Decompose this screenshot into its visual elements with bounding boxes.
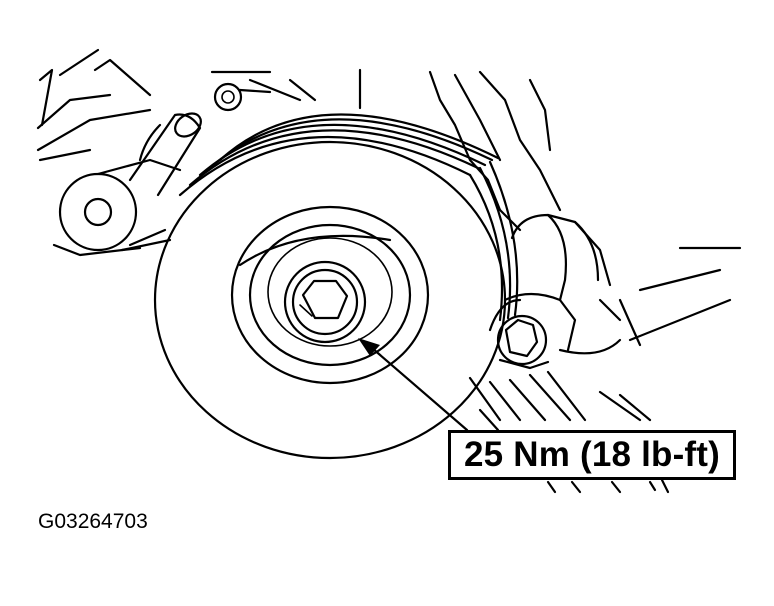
torque-spec-label: 25 Nm (18 lb-ft) bbox=[463, 435, 720, 474]
crankshaft-pulley-bolt bbox=[283, 260, 367, 344]
bracket-bolt bbox=[496, 314, 550, 370]
idler-boss bbox=[58, 158, 182, 252]
top-bolt bbox=[210, 70, 317, 112]
bracket-housing bbox=[36, 48, 167, 257]
figure-id: G03264703 bbox=[38, 510, 148, 533]
tensioner-rod bbox=[128, 112, 202, 197]
pump-bracket bbox=[488, 213, 642, 355]
engine-block-outline bbox=[358, 68, 742, 342]
lower-hatching bbox=[468, 370, 670, 494]
torque-callout-box: 25 Nm (18 lb-ft) bbox=[448, 430, 736, 480]
crankshaft-pulley bbox=[153, 113, 519, 460]
callout-leader bbox=[358, 338, 469, 432]
